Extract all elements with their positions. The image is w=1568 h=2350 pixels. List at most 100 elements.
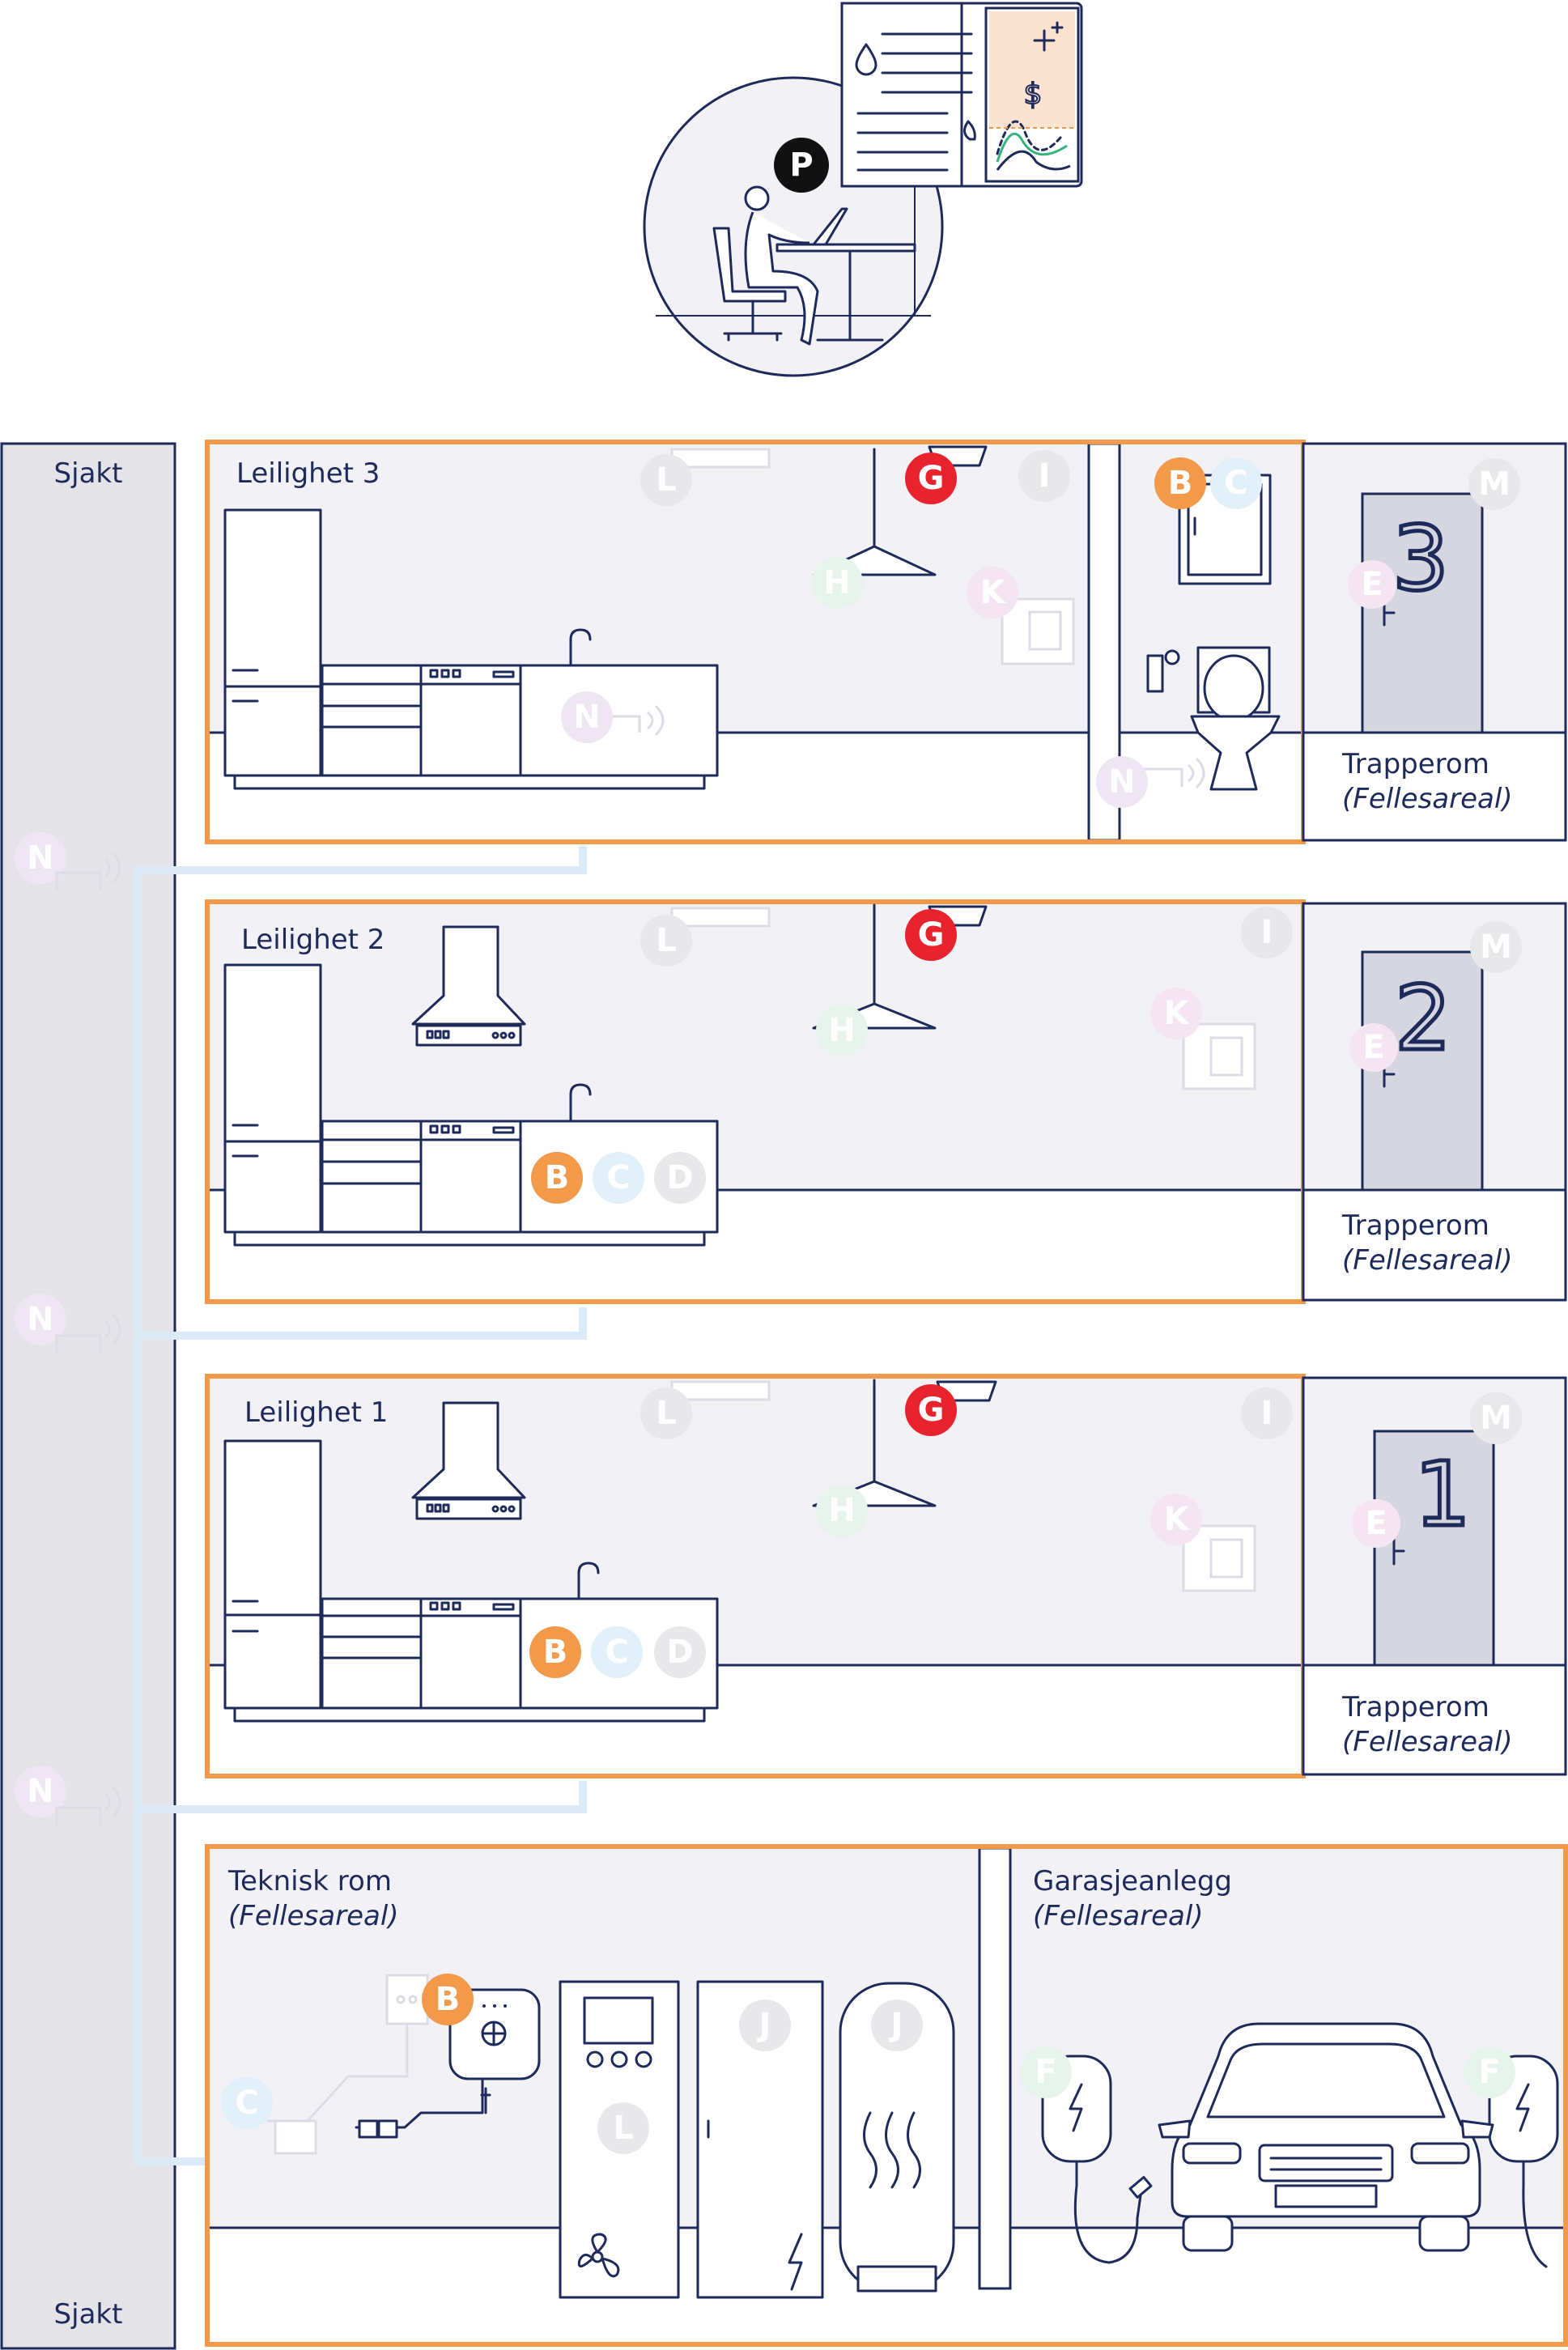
svg-text:K: K: [1164, 1501, 1191, 1538]
technical-room-label: Teknisk rom: [227, 1865, 392, 1897]
marker-b-technical: B: [422, 1974, 474, 2025]
apt1-label: Leilighet 1: [244, 1396, 388, 1429]
stair1-common: (Fellesareal): [1342, 1726, 1513, 1758]
marker-l-apt2: L: [640, 915, 692, 967]
svg-text:I: I: [1039, 457, 1051, 495]
svg-text:N: N: [27, 1301, 53, 1338]
svg-text:N: N: [27, 839, 53, 877]
svg-text:K: K: [1164, 995, 1191, 1032]
apt2-label: Leilighet 2: [241, 924, 385, 956]
apartment-1: Leilighet 1 L G I H K B C D: [205, 1374, 1306, 1778]
svg-text:J: J: [889, 2007, 903, 2044]
svg-text:J: J: [757, 2007, 771, 2044]
svg-text:N: N: [1108, 763, 1135, 801]
marker-e-stair2: E: [1349, 1023, 1398, 1072]
svg-text:L: L: [656, 1395, 677, 1432]
stairwell-3: 3 Trapperom (Fellesareal) M E: [1302, 442, 1567, 842]
toilet-paper: [1146, 654, 1164, 693]
svg-text:L: L: [656, 461, 677, 499]
marker-j-heater: J: [871, 1999, 923, 2051]
marker-e-stair1: E: [1352, 1499, 1400, 1548]
lightning-icon: [788, 2233, 803, 2291]
marker-m-stair3: M: [1468, 458, 1520, 510]
marker-n-shaft-2: N: [15, 1294, 121, 1353]
basement: Teknisk rom (Fellesareal) Garasjeanlegg …: [205, 1844, 1568, 2347]
svg-text:H: H: [828, 1012, 855, 1049]
shaft-label-top: Sjakt: [54, 457, 123, 490]
svg-text:B: B: [1168, 465, 1193, 502]
marker-i-apt1: I: [1241, 1387, 1293, 1439]
marker-k-apt1: K: [1150, 1494, 1202, 1545]
marker-f-garage-left: F: [1020, 2046, 1072, 2098]
garage-label: Garasjeanlegg: [1033, 1865, 1232, 1897]
apartment-3: Leilighet 3: [205, 440, 1306, 844]
marker-c-apt1: C: [591, 1626, 643, 1678]
marker-k-apt3: K: [967, 567, 1018, 618]
marker-m-stair1: M: [1470, 1392, 1522, 1444]
marker-i-apt3: I: [1018, 450, 1070, 502]
svg-text:L: L: [613, 2110, 634, 2147]
marker-d-apt2: D: [654, 1152, 706, 1204]
svg-text:E: E: [1361, 566, 1383, 603]
svg-text:K: K: [980, 574, 1007, 611]
svg-text:C: C: [605, 1634, 628, 1671]
stair1-label: Trapperom: [1341, 1691, 1489, 1723]
heat-icon: [863, 2111, 921, 2189]
garage-common: (Fellesareal): [1033, 1900, 1204, 1932]
svg-text:D: D: [666, 1159, 693, 1196]
marker-n-shaft-1: N: [15, 1766, 121, 1825]
marker-c-apt2: C: [593, 1152, 644, 1204]
svg-text:H: H: [823, 564, 850, 601]
technical-room-common: (Fellesareal): [228, 1900, 399, 1932]
svg-text:C: C: [235, 2084, 258, 2122]
shaft-label-bottom: Sjakt: [54, 2298, 123, 2331]
stair3-label: Trapperom: [1341, 748, 1489, 780]
marker-d-apt1: D: [654, 1626, 706, 1678]
stairwell-1: 1 Trapperom (Fellesareal) M E: [1302, 1376, 1567, 1776]
apartment-2: Leilighet 2 L G I H K B C: [205, 899, 1306, 1304]
svg-text:I: I: [1261, 914, 1273, 951]
marker-c-technical: C: [221, 2077, 273, 2129]
marker-b-apt2: B: [531, 1152, 583, 1204]
energy-report-panel: $: [840, 2, 1083, 188]
marker-m-stair2: M: [1470, 921, 1522, 973]
marker-n-shaft-3: N: [15, 832, 121, 890]
marker-p-letter: P: [789, 147, 813, 184]
shaft: Sjakt Sjakt: [0, 442, 176, 2350]
marker-l-apt3: L: [640, 454, 692, 506]
svg-text:B: B: [545, 1159, 570, 1196]
marker-g-apt1: G: [905, 1384, 957, 1436]
door-number-2: 2: [1395, 967, 1451, 1070]
svg-text:G: G: [918, 916, 945, 954]
dollar-icon: $: [1024, 78, 1043, 111]
door-number-1: 1: [1414, 1443, 1471, 1546]
apt3-label: Leilighet 3: [236, 457, 380, 490]
marker-b-apt1: B: [529, 1626, 581, 1678]
svg-text:D: D: [666, 1634, 693, 1671]
marker-i-apt2: I: [1241, 907, 1293, 958]
svg-text:E: E: [1365, 1505, 1387, 1542]
svg-text:H: H: [828, 1492, 855, 1529]
svg-text:M: M: [1480, 1400, 1512, 1437]
stairwell-2: 2 Trapperom (Fellesareal) M E: [1302, 902, 1567, 1302]
marker-j-cabinet: J: [739, 1999, 791, 2051]
marker-h-apt1: H: [816, 1485, 868, 1536]
svg-text:F: F: [1478, 2054, 1500, 2091]
svg-text:M: M: [1480, 929, 1512, 966]
marker-n-apt3-bath: N: [1096, 756, 1148, 808]
svg-text:F: F: [1035, 2054, 1056, 2091]
marker-l-technical: L: [597, 2102, 649, 2154]
stair2-label: Trapperom: [1341, 1209, 1489, 1242]
fan-icon: [577, 2233, 620, 2278]
stair2-common: (Fellesareal): [1342, 1244, 1513, 1277]
marker-g-apt2: G: [905, 909, 957, 961]
marker-g-apt3: G: [905, 453, 957, 504]
ventilation-unit: [559, 1980, 680, 2299]
svg-text:N: N: [27, 1773, 53, 1810]
stair3-common: (Fellesareal): [1342, 783, 1513, 815]
svg-text:C: C: [606, 1159, 630, 1196]
fridge: [223, 508, 322, 777]
marker-h-apt3: H: [811, 557, 863, 609]
svg-text:C: C: [1224, 465, 1247, 502]
